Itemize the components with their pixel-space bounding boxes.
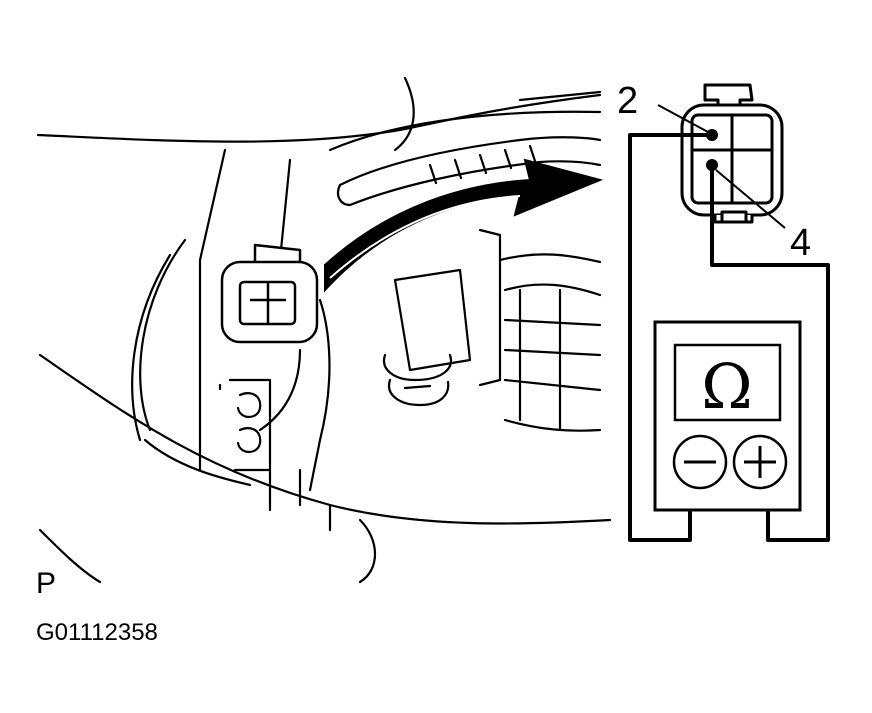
meter-display	[673, 343, 782, 422]
callout-leaders	[657, 104, 786, 229]
engine-bay-illustration	[36, 76, 612, 584]
ohmmeter-icon: Ω	[653, 320, 802, 512]
meter-ohm-symbol: Ω	[701, 350, 752, 423]
sensor-connector-icon	[220, 243, 319, 344]
callout-4-label: 4	[790, 222, 811, 264]
callout-2-label: 2	[617, 80, 638, 122]
connector-closeup	[680, 83, 784, 224]
arrow-icon	[324, 158, 604, 293]
figure-id: G01112358	[36, 619, 158, 646]
corner-letter: P	[36, 567, 56, 600]
test-lead-wire	[628, 133, 830, 542]
